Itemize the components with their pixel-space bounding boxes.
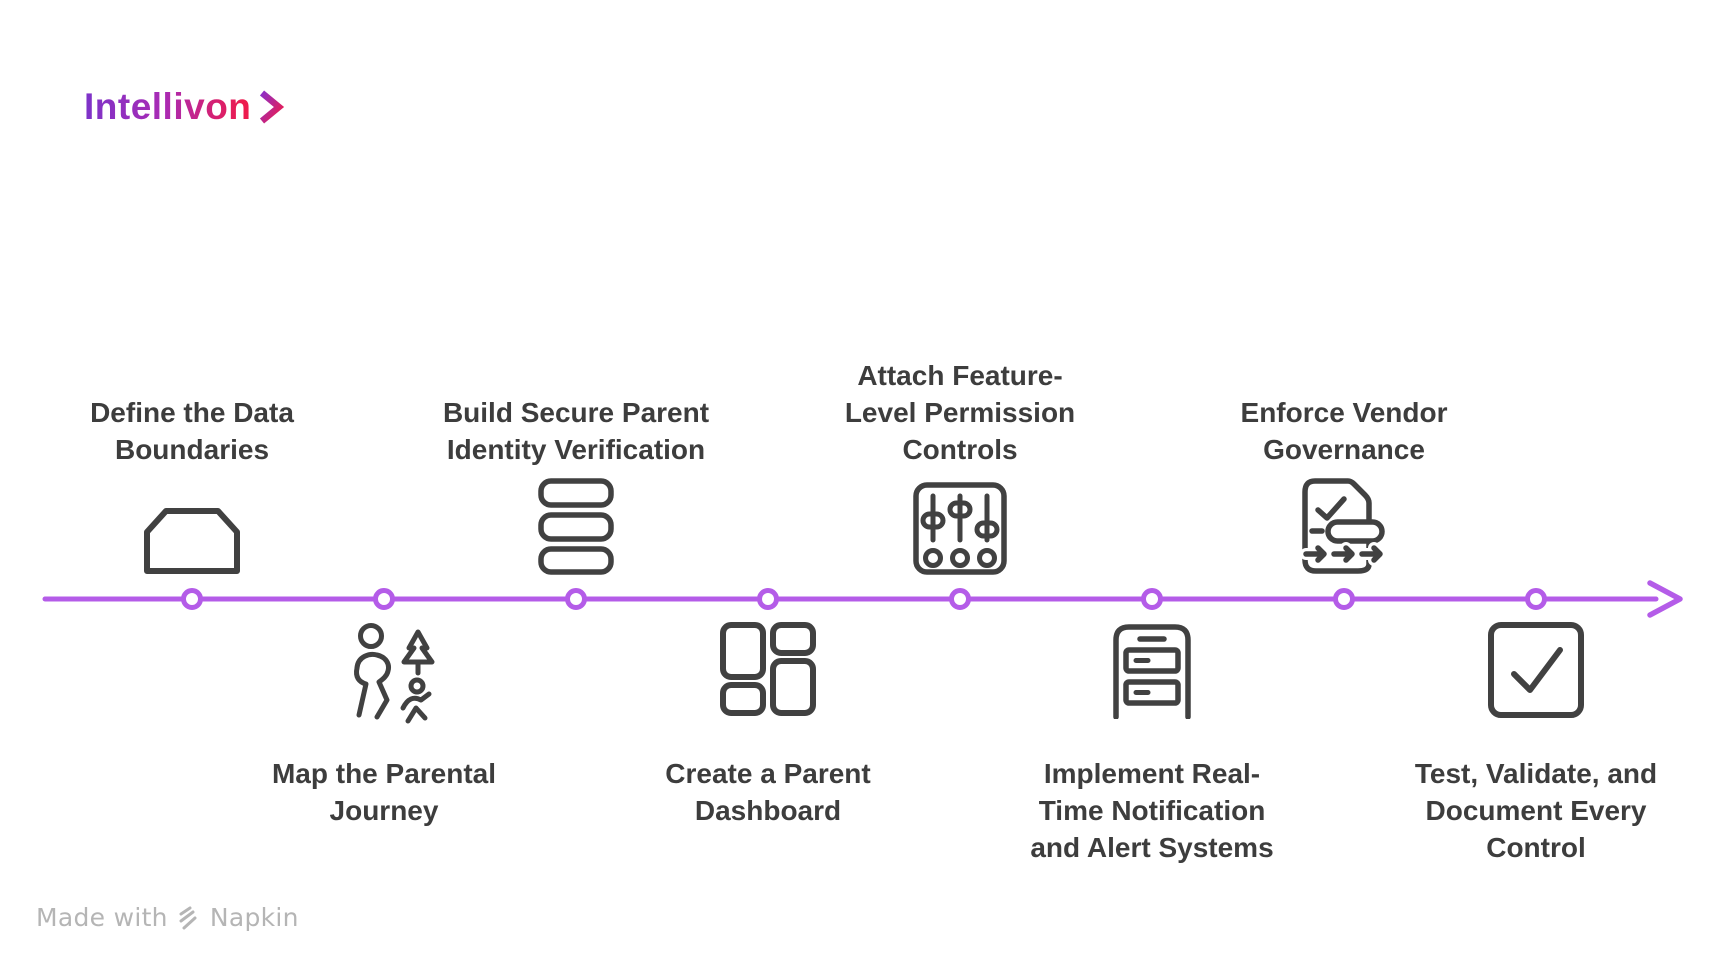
label-line: Boundaries [114, 434, 270, 465]
label-line: Enforce Vendor [1240, 397, 1448, 428]
server-notification-icon [1112, 622, 1192, 719]
timeline-node [1333, 588, 1355, 610]
label-line: Attach Feature- [857, 360, 1063, 391]
sliders-icon [913, 478, 1007, 575]
label-line: Level Permission [844, 397, 1076, 428]
parental-journey-icon [332, 622, 436, 730]
milestone-label-parent-dashboard: Create a Parent Dashboard [603, 755, 933, 829]
label-line: Governance [1263, 434, 1425, 465]
label-line: Define the Data [90, 397, 294, 428]
timeline-node [757, 588, 779, 610]
timeline-node [949, 588, 971, 610]
timeline-node [1525, 588, 1547, 610]
timeline-node [373, 588, 395, 610]
milestone-label-define-data-boundaries: Define the Data Boundaries [27, 394, 357, 468]
label-line: Control [1486, 832, 1586, 863]
label-line: and Alert Systems [1030, 832, 1274, 863]
milestone-label-map-parental-journey: Map the Parental Journey [219, 755, 549, 829]
label-line: Journey [329, 795, 439, 826]
label-line: Controls [902, 434, 1018, 465]
brand-logo-text: Intellivon [84, 86, 252, 127]
timeline-node [1141, 588, 1163, 610]
timeline-node [565, 588, 587, 610]
napkin-logo-icon [179, 906, 197, 929]
milestone-label-identity-verification: Build Secure Parent Identity Verificatio… [411, 394, 741, 468]
timeline-arrowhead-icon [1647, 580, 1683, 618]
data-boundary-icon [143, 478, 241, 575]
label-line: Map the Parental [271, 758, 497, 789]
milestone-label-test-validate-document: Test, Validate, and Document Every Contr… [1371, 755, 1701, 866]
timeline-arrow [42, 580, 1683, 618]
dashboard-icon [720, 622, 816, 716]
brand-logo: Intellivon [84, 86, 285, 128]
watermark-brand: Napkin [209, 903, 299, 932]
timeline-node [181, 588, 203, 610]
milestone-label-notification-alerts: Implement Real- Time Notification and Al… [987, 755, 1317, 866]
label-line: Create a Parent [665, 758, 871, 789]
identity-stack-icon [538, 478, 614, 575]
label-line: Test, Validate, and [1414, 758, 1658, 789]
watermark: Made with Napkin [36, 903, 299, 932]
label-line: Document Every [1425, 795, 1647, 826]
label-line: Build Secure Parent [442, 397, 710, 428]
label-line: Identity Verification [446, 434, 706, 465]
label-line: Implement Real- [1043, 758, 1261, 789]
milestone-label-vendor-governance: Enforce Vendor Governance [1179, 394, 1509, 468]
chevron-right-icon [260, 90, 285, 124]
governance-document-icon [1298, 478, 1390, 575]
checkbox-check-icon [1488, 622, 1584, 718]
milestone-label-permission-controls: Attach Feature- Level Permission Control… [795, 357, 1125, 468]
label-line: Time Notification [1038, 795, 1266, 826]
watermark-prefix: Made with [36, 903, 168, 932]
label-line: Dashboard [694, 795, 842, 826]
